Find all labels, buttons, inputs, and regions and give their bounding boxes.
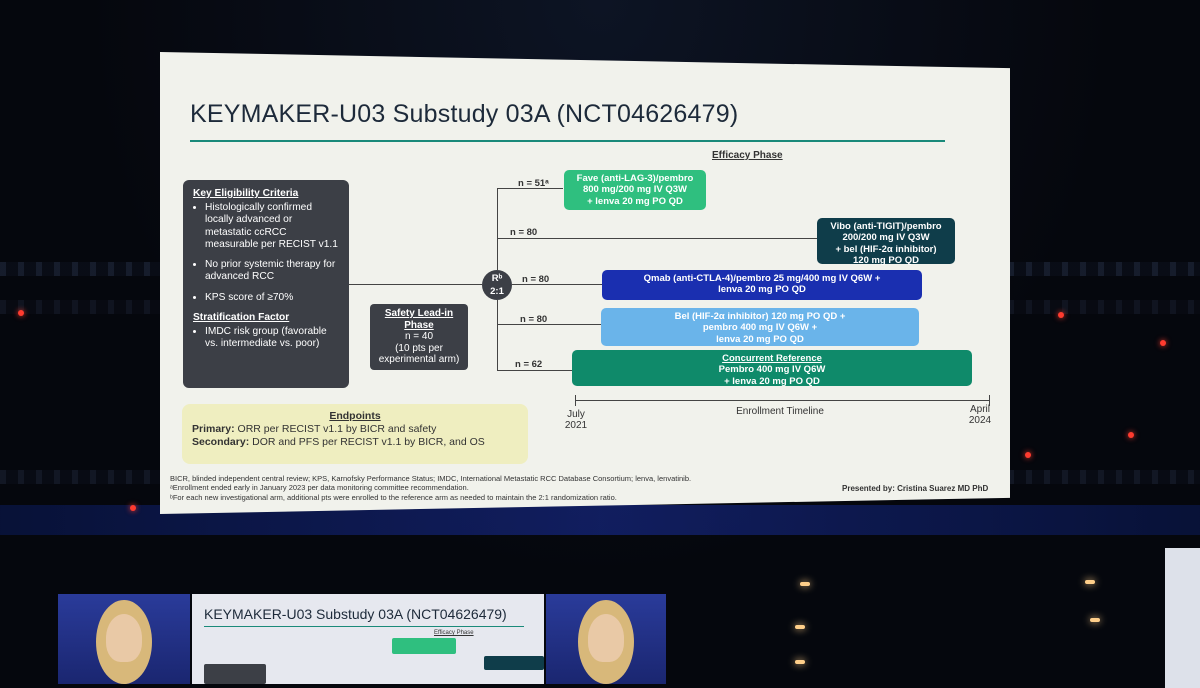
timeline-start: July 2021 <box>556 409 596 431</box>
branch-line <box>497 324 601 325</box>
timeline-end: April 2024 <box>958 404 1002 426</box>
arm-line: pembro 400 mg IV Q6W + <box>601 322 919 333</box>
arm-heading: Concurrent Reference <box>572 353 972 364</box>
safety-detail: (10 pts per experimental arm) <box>370 343 468 366</box>
endpoints-heading: Endpoints <box>192 410 518 423</box>
branch-line <box>497 370 572 371</box>
arm-line: Pembro 400 mg IV Q6W <box>572 364 972 375</box>
arm-box-reference: Concurrent Reference Pembro 400 mg IV Q6… <box>572 350 972 386</box>
primary-label: Primary: <box>192 423 235 435</box>
secondary-endpoint: DOR and PFS per RECIST v1.1 by BICR, and… <box>252 436 485 448</box>
arm-n-label: n = 80 <box>520 314 547 325</box>
arm-line: + lenva 20 mg PO QD <box>564 196 706 207</box>
arm-box-bel: Bel (HIF-2α inhibitor) 120 mg PO QD + pe… <box>601 308 919 346</box>
randomization-ratio: 2:1 <box>482 285 512 298</box>
arm-line: lenva 20 mg PO QD <box>602 284 922 295</box>
stage-light <box>1160 340 1166 346</box>
stratification-item: IMDC risk group (favorable vs. intermedi… <box>205 326 341 350</box>
randomization-node: Rᵇ 2:1 <box>482 270 512 300</box>
footnote: ᵇFor each new investigational arm, addit… <box>170 493 691 502</box>
eligibility-item: KPS score of ≥70% <box>205 292 341 304</box>
branch-spine <box>497 188 498 270</box>
stage-light <box>795 625 805 629</box>
monitor-arm-box <box>484 656 544 670</box>
speaker-monitor-right <box>546 594 666 684</box>
arm-box-fave: Fave (anti-LAG-3)/pembro 800 mg/200 mg I… <box>564 170 706 210</box>
slide-title: KEYMAKER-U03 Substudy 03A (NCT04626479) <box>190 100 738 129</box>
efficacy-phase-label: Efficacy Phase <box>712 150 783 161</box>
safety-lead-in-box: Safety Lead-in Phase n = 40 (10 pts per … <box>370 304 468 370</box>
title-rule <box>190 140 945 142</box>
primary-endpoint: ORR per RECIST v1.1 by BICR and safety <box>238 423 437 435</box>
stage-light <box>1128 432 1134 438</box>
monitor-eligibility-box <box>204 664 266 684</box>
branch-line <box>497 238 817 239</box>
flow-line <box>349 284 482 285</box>
footnotes: BICR, blinded independent central review… <box>170 474 691 502</box>
arm-line: 120 mg PO QD <box>817 255 955 266</box>
stratification-heading: Stratification Factor <box>193 312 341 324</box>
safety-n: n = 40 <box>370 331 468 343</box>
eligibility-item: No prior systemic therapy for advanced R… <box>205 259 341 283</box>
safety-heading: Safety Lead-in Phase <box>370 308 468 331</box>
projected-slide: KEYMAKER-U03 Substudy 03A (NCT04626479) … <box>160 52 1010 514</box>
footnote: ᵃEnrollment ended early in January 2023 … <box>170 483 691 492</box>
monitor-arm-box <box>392 638 456 654</box>
footnote: BICR, blinded independent central review… <box>170 474 691 483</box>
arm-line: 200/200 mg IV Q3W <box>817 232 955 243</box>
stage-light <box>1025 452 1031 458</box>
arm-line: Qmab (anti-CTLA-4)/pembro 25 mg/400 mg I… <box>602 273 922 284</box>
randomization-r: Rᵇ <box>482 272 512 285</box>
stage-light <box>1090 618 1100 622</box>
arm-line: + bel (HIF-2α inhibitor) <box>817 244 955 255</box>
timeline-label: Enrollment Timeline <box>720 406 840 417</box>
arm-line: lenva 20 mg PO QD <box>601 334 919 345</box>
stage-light <box>800 582 810 586</box>
side-screen <box>1165 548 1200 688</box>
eligibility-heading: Key Eligibility Criteria <box>193 188 341 200</box>
arm-n-label: n = 62 <box>515 359 542 370</box>
slide-monitor: KEYMAKER-U03 Substudy 03A (NCT04626479) … <box>192 594 544 684</box>
presenter-credit: Presented by: Cristina Suarez MD PhD <box>842 484 988 493</box>
arm-box-vibo: Vibo (anti-TIGIT)/pembro 200/200 mg IV Q… <box>817 218 955 264</box>
arm-n-label: n = 80 <box>522 274 549 285</box>
speaker-face <box>588 614 624 662</box>
monitor-title-rule <box>204 626 524 627</box>
timeline-tick <box>575 395 576 406</box>
stage-light <box>18 310 24 316</box>
endpoints-box: Endpoints Primary: ORR per RECIST v1.1 b… <box>182 404 528 464</box>
branch-spine <box>497 300 498 370</box>
stage-light <box>1058 312 1064 318</box>
speaker-face <box>106 614 142 662</box>
monitor-efficacy-label: Efficacy Phase <box>434 630 474 636</box>
stage-light <box>795 660 805 664</box>
arm-line: Vibo (anti-TIGIT)/pembro <box>817 221 955 232</box>
stage-light <box>1085 580 1095 584</box>
eligibility-box: Key Eligibility Criteria Histologically … <box>183 180 349 388</box>
arm-n-label: n = 51ᵃ <box>518 178 549 189</box>
enrollment-timeline <box>575 400 990 401</box>
monitor-slide-title: KEYMAKER-U03 Substudy 03A (NCT04626479) <box>204 606 507 622</box>
speaker-monitor-left <box>58 594 190 684</box>
secondary-label: Secondary: <box>192 436 249 448</box>
arm-n-label: n = 80 <box>510 227 537 238</box>
arm-line: 800 mg/200 mg IV Q3W <box>564 184 706 195</box>
arm-line: Bel (HIF-2α inhibitor) 120 mg PO QD + <box>601 311 919 322</box>
stage-light <box>130 505 136 511</box>
eligibility-item: Histologically confirmed locally advance… <box>205 202 341 251</box>
arm-box-qmab: Qmab (anti-CTLA-4)/pembro 25 mg/400 mg I… <box>602 270 922 300</box>
arm-line: + lenva 20 mg PO QD <box>572 376 972 387</box>
arm-line: Fave (anti-LAG-3)/pembro <box>564 173 706 184</box>
